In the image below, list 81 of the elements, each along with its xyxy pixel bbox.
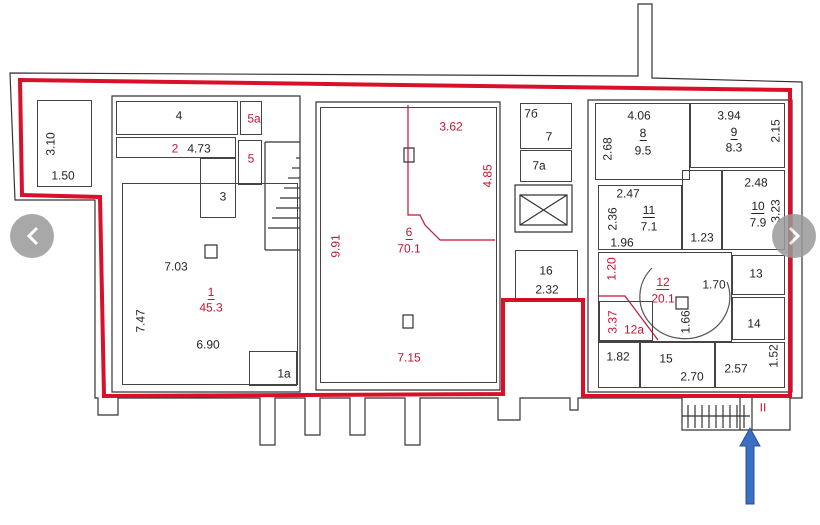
room-label: 1.52 xyxy=(768,344,780,368)
room-outline xyxy=(715,342,785,388)
room-label: 2.70 xyxy=(680,370,704,384)
room-outline xyxy=(240,101,262,135)
room-number: 1 xyxy=(208,286,214,300)
room-outline xyxy=(122,183,298,385)
room-label: 7а xyxy=(532,160,546,172)
room-outline xyxy=(599,301,653,341)
room-outline xyxy=(732,297,785,340)
room-number: 8 xyxy=(640,127,646,141)
room-label: 1а xyxy=(277,368,291,380)
room-label: 2.68 xyxy=(602,137,614,161)
room-label: 2 xyxy=(172,142,178,156)
room-label: 2.57 xyxy=(724,362,748,376)
room-outline xyxy=(320,107,497,383)
room-outline xyxy=(238,140,262,185)
room-label: 3.62 xyxy=(439,120,463,134)
room-label: 4.85 xyxy=(482,164,494,188)
room-outline xyxy=(598,185,682,250)
room-outline xyxy=(37,100,92,187)
room-outline xyxy=(682,170,722,250)
room-label: 4.73 xyxy=(187,142,211,156)
room-label: 1.96 xyxy=(610,236,634,250)
room-label: 2.15 xyxy=(770,119,782,143)
room-label: 4.06 xyxy=(627,110,651,122)
room-label: 3.37 xyxy=(606,310,620,334)
room-label: 5а xyxy=(247,112,261,126)
room-outline xyxy=(640,342,715,388)
room-label: 4 xyxy=(176,110,182,122)
room-number: 6 xyxy=(406,226,412,240)
room-outline xyxy=(595,103,690,180)
room-label: 2.47 xyxy=(616,188,640,200)
room-label: 15 xyxy=(659,352,673,366)
room-outline xyxy=(520,150,572,182)
room-label: 13 xyxy=(749,268,763,280)
room-label: 3.23 xyxy=(770,199,782,223)
room-label: 3.10 xyxy=(44,132,58,156)
room-number: 11 xyxy=(642,204,656,218)
room-label: 1.82 xyxy=(606,350,630,364)
room-outline xyxy=(690,103,785,168)
room-label: 16 xyxy=(539,264,553,278)
room-label: 1.20 xyxy=(606,257,618,281)
room-number: 9 xyxy=(730,126,738,140)
room-outline xyxy=(515,250,578,300)
room-label: 3.94 xyxy=(717,110,741,122)
room-label: 8.3 xyxy=(726,142,742,154)
room-label: 20.1 xyxy=(651,292,675,306)
room-label: 7.03 xyxy=(164,260,188,274)
room-label: 7.1 xyxy=(640,220,658,234)
room-outline xyxy=(200,158,236,218)
room-label: 1.70 xyxy=(702,278,726,292)
room-outline xyxy=(116,101,238,135)
room-number: 12 xyxy=(656,276,670,290)
room-label: 7б xyxy=(524,108,538,120)
room-label: 12а xyxy=(624,324,644,336)
room-label: 14 xyxy=(747,318,761,330)
room-label: 9.91 xyxy=(330,234,342,258)
room-label: 3 xyxy=(220,190,226,204)
room-label: 5 xyxy=(248,152,254,166)
entrance-mark: II xyxy=(760,402,766,414)
room-outline xyxy=(116,137,236,158)
room-label: 7.9 xyxy=(750,216,766,230)
room-label: 2.48 xyxy=(744,176,768,190)
room-label: 9.5 xyxy=(634,144,652,158)
room-outline xyxy=(520,103,572,149)
room-outline xyxy=(732,255,785,295)
room-label: 45.3 xyxy=(199,302,223,314)
room-label: 2.36 xyxy=(606,207,620,231)
room-outline xyxy=(598,252,732,342)
room-label: 1.23 xyxy=(690,232,714,244)
room-label: 1.66 xyxy=(680,310,692,334)
room-outline xyxy=(598,342,640,388)
room-label: 7.47 xyxy=(134,309,148,333)
room-label: 6.90 xyxy=(196,338,220,352)
room-label: 2.32 xyxy=(535,284,559,296)
room-number: 10 xyxy=(751,200,765,214)
room-label: 70.1 xyxy=(397,242,421,256)
room-label: 7 xyxy=(546,130,552,144)
room-label: 7.15 xyxy=(397,352,421,364)
room-outline xyxy=(249,351,297,386)
room-label: 1.50 xyxy=(51,170,75,182)
